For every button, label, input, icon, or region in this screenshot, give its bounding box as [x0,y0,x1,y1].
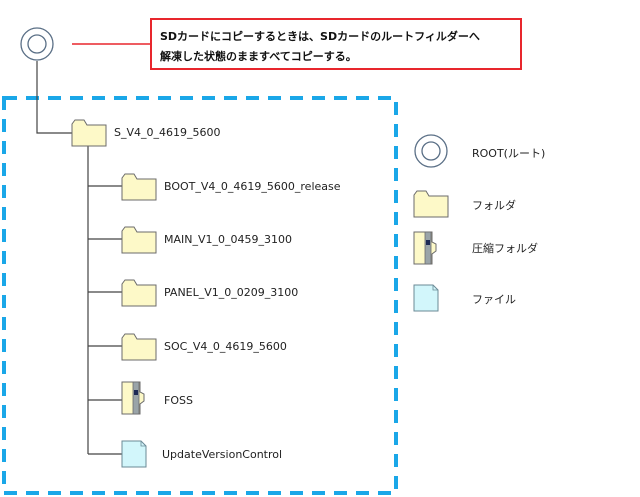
legend-file-icon [413,284,439,312]
tree-item-label: BOOT_V4_0_4619_5600_release [164,180,341,193]
tree-lines [36,61,122,455]
folder-icon [121,226,157,254]
tree-item-label: PANEL_V1_0_0209_3100 [164,286,299,299]
legend-root-icon [414,134,448,168]
legend-label-root: ROOT(ルート) [472,147,546,160]
legend-label-zip-folder: 圧縮フォルダ [472,242,538,255]
root-icon [20,27,54,61]
folder-icon [71,119,107,147]
folder-icon [121,333,157,361]
zip-folder-icon [121,381,145,415]
folder-icon [121,173,157,201]
file-icon [121,440,147,468]
legend-label-file: ファイル [472,293,516,306]
legend-zip-folder-icon [413,231,437,265]
tree-item-label: SOC_V4_0_4619_5600 [164,340,287,353]
folder-icon [121,279,157,307]
note-line-1: SDカードにコピーするときは、SDカードのルートフィルダーへ [160,30,480,43]
tree-item-label: UpdateVersionControl [162,448,283,461]
legend-label-folder: フォルダ [472,199,516,212]
dashed-group-border [2,96,398,495]
tree-item-label: FOSS [164,394,193,407]
tree-root-folder-label: S_V4_0_4619_5600 [114,126,221,139]
instruction-note: SDカードにコピーするときは、SDカードのルートフィルダーへ 解凍した状態のまま… [150,18,522,70]
note-line-2: 解凍した状態のまますべてコピーする。 [160,50,357,63]
tree-item-label: MAIN_V1_0_0459_3100 [164,233,292,246]
legend-folder-icon [413,190,449,218]
